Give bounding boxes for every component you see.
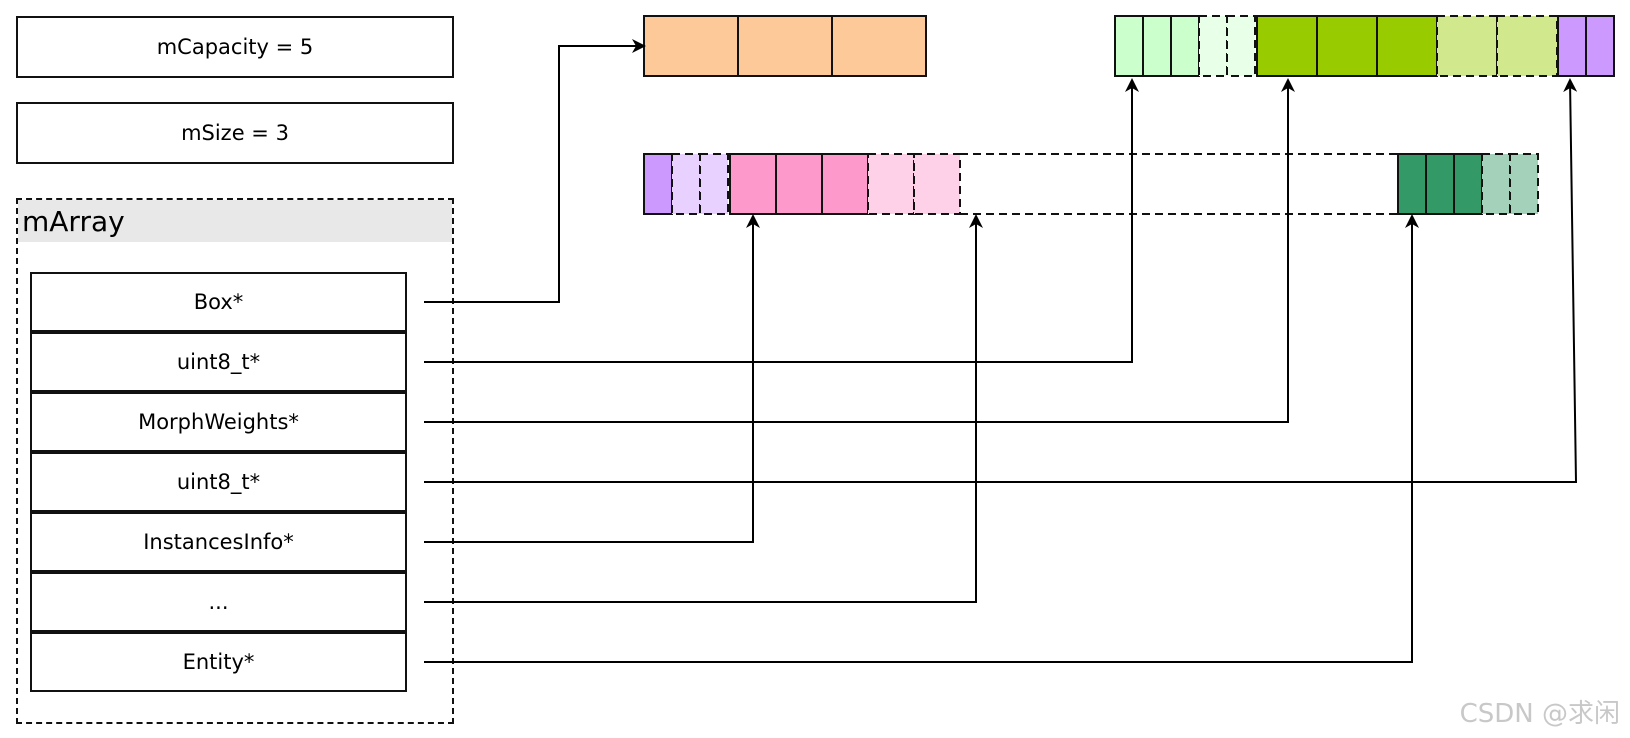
size-field: mSize = 3 — [16, 102, 454, 164]
watermark: CSDN @求闲 — [1459, 699, 1620, 729]
buffer2-seg3-cell2 — [1425, 153, 1455, 215]
buffer1-seg2-cell4 — [1198, 15, 1228, 77]
arrow-ellipsis — [424, 214, 983, 603]
pointer-arrows — [424, 39, 1578, 663]
buffer2-seg3-cell5 — [1509, 153, 1539, 215]
arrow-entity — [424, 214, 1419, 663]
buffer1-seg2-cell5 — [1226, 15, 1256, 77]
arrow-uint8-2 — [424, 78, 1578, 483]
buffer2-seg3-cell1 — [1397, 153, 1427, 215]
arrow-morphweights — [424, 78, 1295, 423]
buffer1-seg1-cell3 — [831, 15, 927, 77]
buffer2-seg2-cell1 — [729, 153, 777, 215]
buffer1-seg3-cell3 — [1376, 15, 1438, 77]
marray-container: mArray — [16, 198, 454, 724]
buffer2-seg2-cell3 — [821, 153, 869, 215]
field-morphweights-pointer: MorphWeights* — [30, 392, 407, 452]
buffer1-seg4-cell2 — [1585, 15, 1615, 77]
field-ellipsis: ... — [30, 572, 407, 632]
capacity-field: mCapacity = 5 — [16, 16, 454, 78]
buffer1-seg1-cell2 — [737, 15, 833, 77]
buffer1-seg1-cell1 — [643, 15, 739, 77]
buffer2-seg3-cell4 — [1481, 153, 1511, 215]
buffer2-seg1-cell1 — [643, 153, 673, 215]
buffer2-seg2-cell5 — [913, 153, 961, 215]
buffer1-seg3-cell4 — [1436, 15, 1498, 77]
buffer2-seg2-cell2 — [775, 153, 823, 215]
buffer1-seg2-cell3 — [1170, 15, 1200, 77]
buffer2-seg1-cell2 — [671, 153, 701, 215]
buffer2-seg3-cell3 — [1453, 153, 1483, 215]
field-uint8-pointer-2: uint8_t* — [30, 452, 407, 512]
field-entity-pointer: Entity* — [30, 632, 407, 692]
field-instancesinfo-pointer: InstancesInfo* — [30, 512, 407, 572]
buffer1-seg3-cell2 — [1316, 15, 1378, 77]
buffer-cells — [643, 15, 1615, 215]
arrow-uint8-1 — [424, 78, 1139, 363]
marray-title: mArray — [18, 200, 452, 242]
buffer1-seg3-cell1 — [1256, 15, 1318, 77]
buffer2-empty-span — [960, 153, 1398, 215]
buffer1-seg2-cell1 — [1114, 15, 1144, 77]
buffer1-seg4-cell1 — [1557, 15, 1587, 77]
buffer2-seg1-cell3 — [699, 153, 729, 215]
field-box-pointer: Box* — [30, 272, 407, 332]
buffer1-seg2-cell2 — [1142, 15, 1172, 77]
buffer1-seg3-cell5 — [1496, 15, 1558, 77]
field-uint8-pointer-1: uint8_t* — [30, 332, 407, 392]
arrow-box — [424, 39, 646, 303]
arrow-instancesinfo — [424, 214, 760, 543]
buffer2-seg2-cell4 — [867, 153, 915, 215]
